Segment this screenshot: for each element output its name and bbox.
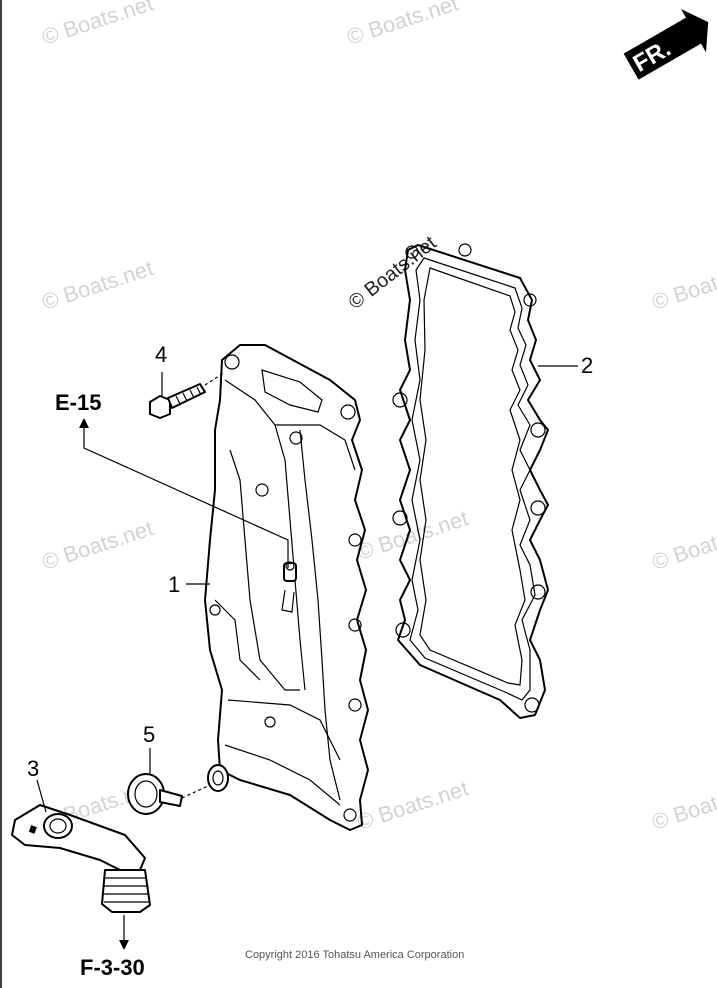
front-arrow: FR. [623,9,709,80]
part-1-head-cover [204,344,369,831]
watermark: © Boats.net [39,515,156,574]
arrow-shape [623,9,709,80]
callout-5: 5 [143,722,155,747]
leader-e15 [83,423,289,568]
watermark: © Boats.net [649,775,717,834]
watermark: © Boats.net [39,255,156,314]
callout-2: 2 [581,353,593,378]
watermark: © Boats.net [344,0,461,50]
leader-3 [36,779,47,813]
watermark: © Boats.net [354,775,471,834]
arrow-f330 [119,940,129,950]
callout-3: 3 [27,756,39,781]
watermark: © Boats.net [649,515,717,574]
watermarks: © Boats.net © Boats.net © Boats.net © Bo… [39,0,717,835]
clamp-leader [181,784,211,799]
hose-mark [28,825,37,834]
part-3-hose [11,804,151,913]
copyright-text: Copyright 2016 Tohatsu America Corporati… [245,949,464,961]
part-5-clamp [127,773,211,815]
ref-f330[interactable]: F-3-30 [80,955,145,980]
part-4-bolt [149,371,226,419]
callout-1: 1 [168,572,180,597]
watermark: © Boats.net [354,505,471,564]
watermark-dark: © Boats.net [345,232,441,314]
part-2-gasket [392,243,549,719]
arrow-e15 [79,418,89,428]
ref-e15[interactable]: E-15 [55,390,101,415]
leaders [36,365,578,950]
callout-4: 4 [155,342,167,367]
watermark: © Boats.net [649,255,717,314]
watermark: © Boats.net [39,0,156,50]
bolt-leader [204,371,226,386]
